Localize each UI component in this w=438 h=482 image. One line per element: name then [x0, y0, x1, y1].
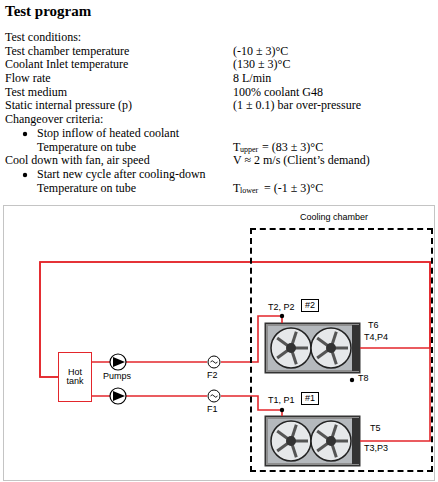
spec-text: T	[233, 182, 240, 195]
spec-text: Temperature on tube	[37, 141, 136, 154]
spec-text: Coolant Inlet temperature	[5, 58, 128, 71]
callout-number: #2	[301, 299, 319, 312]
sensor-point	[350, 378, 354, 382]
bullet	[23, 173, 27, 177]
diagram-label: T5	[370, 424, 381, 434]
spec-text: Test conditions:	[5, 31, 81, 44]
spec-text: 8 L/min	[233, 72, 271, 85]
flowmeter-wave	[211, 395, 218, 398]
diagram-label: Pumps	[103, 372, 131, 382]
sensor-point	[280, 314, 284, 318]
flowmeter-circle	[208, 356, 220, 368]
node-label: Cooling chamber	[300, 213, 368, 222]
flowmeter-symbol: F2	[207, 355, 221, 369]
title: Test program	[5, 3, 91, 20]
radiator-illustration	[265, 323, 360, 373]
spec-text: = (-1 ± 3)°C	[264, 182, 323, 195]
flowmeter-outline	[207, 389, 221, 403]
spec-text: Start new cycle after cooling-down	[37, 168, 206, 181]
diagram-label: T8	[358, 374, 369, 384]
cooling-chamber: Cooling chamber#2#1	[250, 228, 433, 472]
spec-text: 100% coolant G48	[233, 86, 323, 99]
flowmeter-circle	[208, 390, 220, 402]
pump-symbol	[110, 388, 126, 404]
spec-text: Temperature on tube	[37, 182, 136, 195]
callout-number: #1	[301, 392, 319, 405]
spec-text: Cool down with fan, air speed	[5, 154, 150, 167]
diagram-label: T2, P2	[268, 303, 295, 313]
spec-text: Stop inflow of heated coolant	[37, 127, 179, 140]
sensor-point	[280, 408, 284, 412]
flowmeter-outline	[207, 355, 221, 369]
spec-text: Flow rate	[5, 72, 51, 85]
diagram-label: T3,P3	[364, 444, 388, 454]
pump-symbol	[113, 391, 125, 401]
radiator-illustration	[265, 416, 360, 466]
radiator-box: #1	[265, 416, 360, 466]
spec-text: (1 ± 0.1) bar over-pressure	[233, 99, 361, 112]
pump-symbol	[113, 357, 125, 367]
diagram-label: T6	[368, 321, 379, 331]
spec-text: (130 ± 3)°C	[233, 58, 290, 71]
spec-text: Test medium	[5, 86, 67, 99]
flowmeter-symbol: F1	[207, 389, 221, 403]
node-label: F1	[207, 405, 218, 414]
spec-text: = (83 ± 3)°C	[262, 141, 323, 154]
coolant-pipe	[92, 395, 207, 397]
node-label: F2	[207, 371, 218, 380]
coolant-pipe	[92, 361, 207, 363]
coolant-pipe	[40, 262, 430, 441]
coolant-pipe	[40, 262, 430, 377]
diagram-label: T4,P4	[364, 333, 388, 343]
spec-text: Changeover criteria:	[5, 113, 103, 126]
spec-text: lower	[240, 187, 258, 196]
bullet	[23, 132, 27, 136]
tank-box: Hot tank	[58, 352, 92, 402]
pump-symbol	[110, 354, 126, 370]
flowmeter-wave	[211, 361, 218, 364]
spec-text: V ≈ 2 m/s (Client’s demand)	[233, 154, 370, 167]
spec-text: (-10 ± 3)°C	[233, 45, 288, 58]
spec-text: Test chamber temperature	[5, 45, 129, 58]
radiator-box: #2	[265, 323, 360, 373]
spec-text: T	[233, 141, 240, 154]
node-label: Hot tank	[59, 368, 91, 387]
diagram-frame	[4, 206, 435, 481]
spec-text: Static internal pressure (p)	[5, 99, 132, 112]
diagram-label: T1, P1	[268, 396, 295, 406]
